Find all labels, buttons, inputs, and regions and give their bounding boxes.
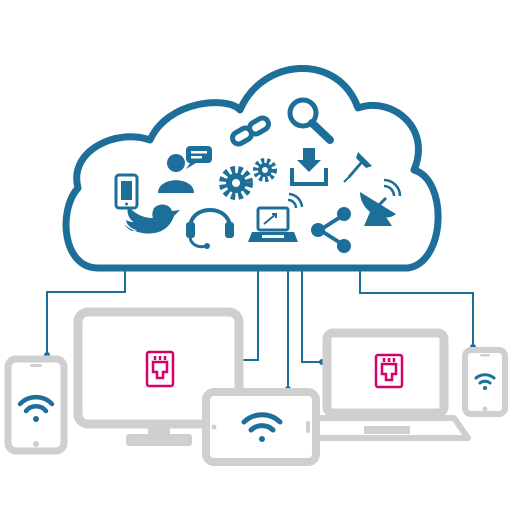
user-chat-icon: [158, 146, 212, 193]
headset-icon: [186, 208, 234, 249]
settings-gears-icon: [219, 158, 277, 200]
smartphone-left: [4, 355, 68, 455]
tablet: [202, 388, 320, 466]
pin-icon: [343, 152, 372, 183]
connector-smartphone-right: [359, 269, 474, 346]
tablet-icon: [114, 173, 139, 210]
connector-smartphone-left: [46, 269, 126, 354]
laptop-wifi-icon: [248, 192, 304, 242]
smartphone-right: [462, 347, 508, 417]
ethernet-port-icon: [374, 353, 404, 389]
connector-laptop: [301, 269, 323, 363]
download-icon: [290, 148, 328, 186]
ethernet-port-icon: [145, 350, 175, 388]
wifi-icon: [474, 373, 496, 390]
link-icon: [230, 115, 271, 147]
devices: [4, 307, 508, 466]
search-icon: [287, 97, 334, 144]
satellite-icon: [360, 178, 402, 226]
wifi-icon: [17, 394, 55, 422]
desktop-monitor: [73, 307, 244, 446]
laptop: [301, 328, 471, 441]
twitter-bird-icon: [124, 204, 180, 234]
wifi-icon: [241, 412, 283, 442]
connector-desktop-monitor: [237, 269, 259, 361]
share-icon: [311, 207, 351, 253]
cloud-icons: [114, 97, 402, 253]
